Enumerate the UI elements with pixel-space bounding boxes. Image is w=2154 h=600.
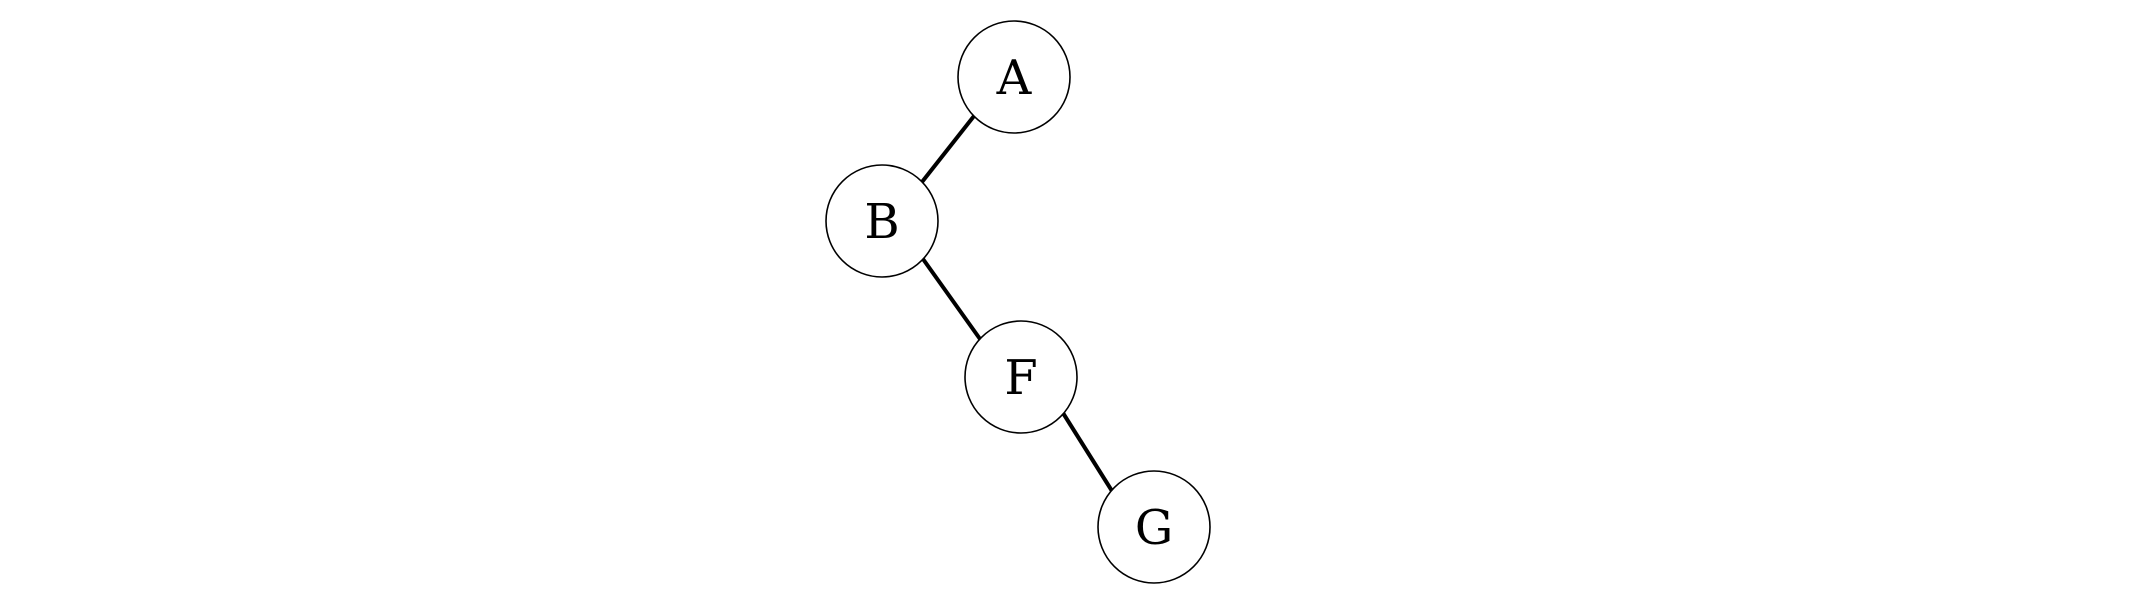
graph-node-label-g: G [1135,500,1173,556]
graph-node-circle-g[interactable] [1097,470,1211,584]
graph-node-g[interactable]: G [1097,470,1211,584]
graph-edge-f-g [1061,411,1114,493]
graph-node-label-b: B [864,194,899,250]
graph-edge-a-b [920,114,976,184]
graph-node-label-a: A [996,50,1033,106]
nodes-layer: A B F G [825,20,1211,584]
graph-node-f[interactable]: F [964,320,1078,434]
graph-node-label-f: F [1004,350,1037,406]
graph-node-circle-a[interactable] [957,20,1071,134]
graph-node-circle-b[interactable] [825,164,939,278]
graph-node-circle-f[interactable] [964,320,1078,434]
graph-node-b[interactable]: B [825,164,939,278]
graph-node-a[interactable]: A [957,20,1071,134]
edges-layer [920,114,1114,493]
graph-edge-b-f [921,257,982,341]
